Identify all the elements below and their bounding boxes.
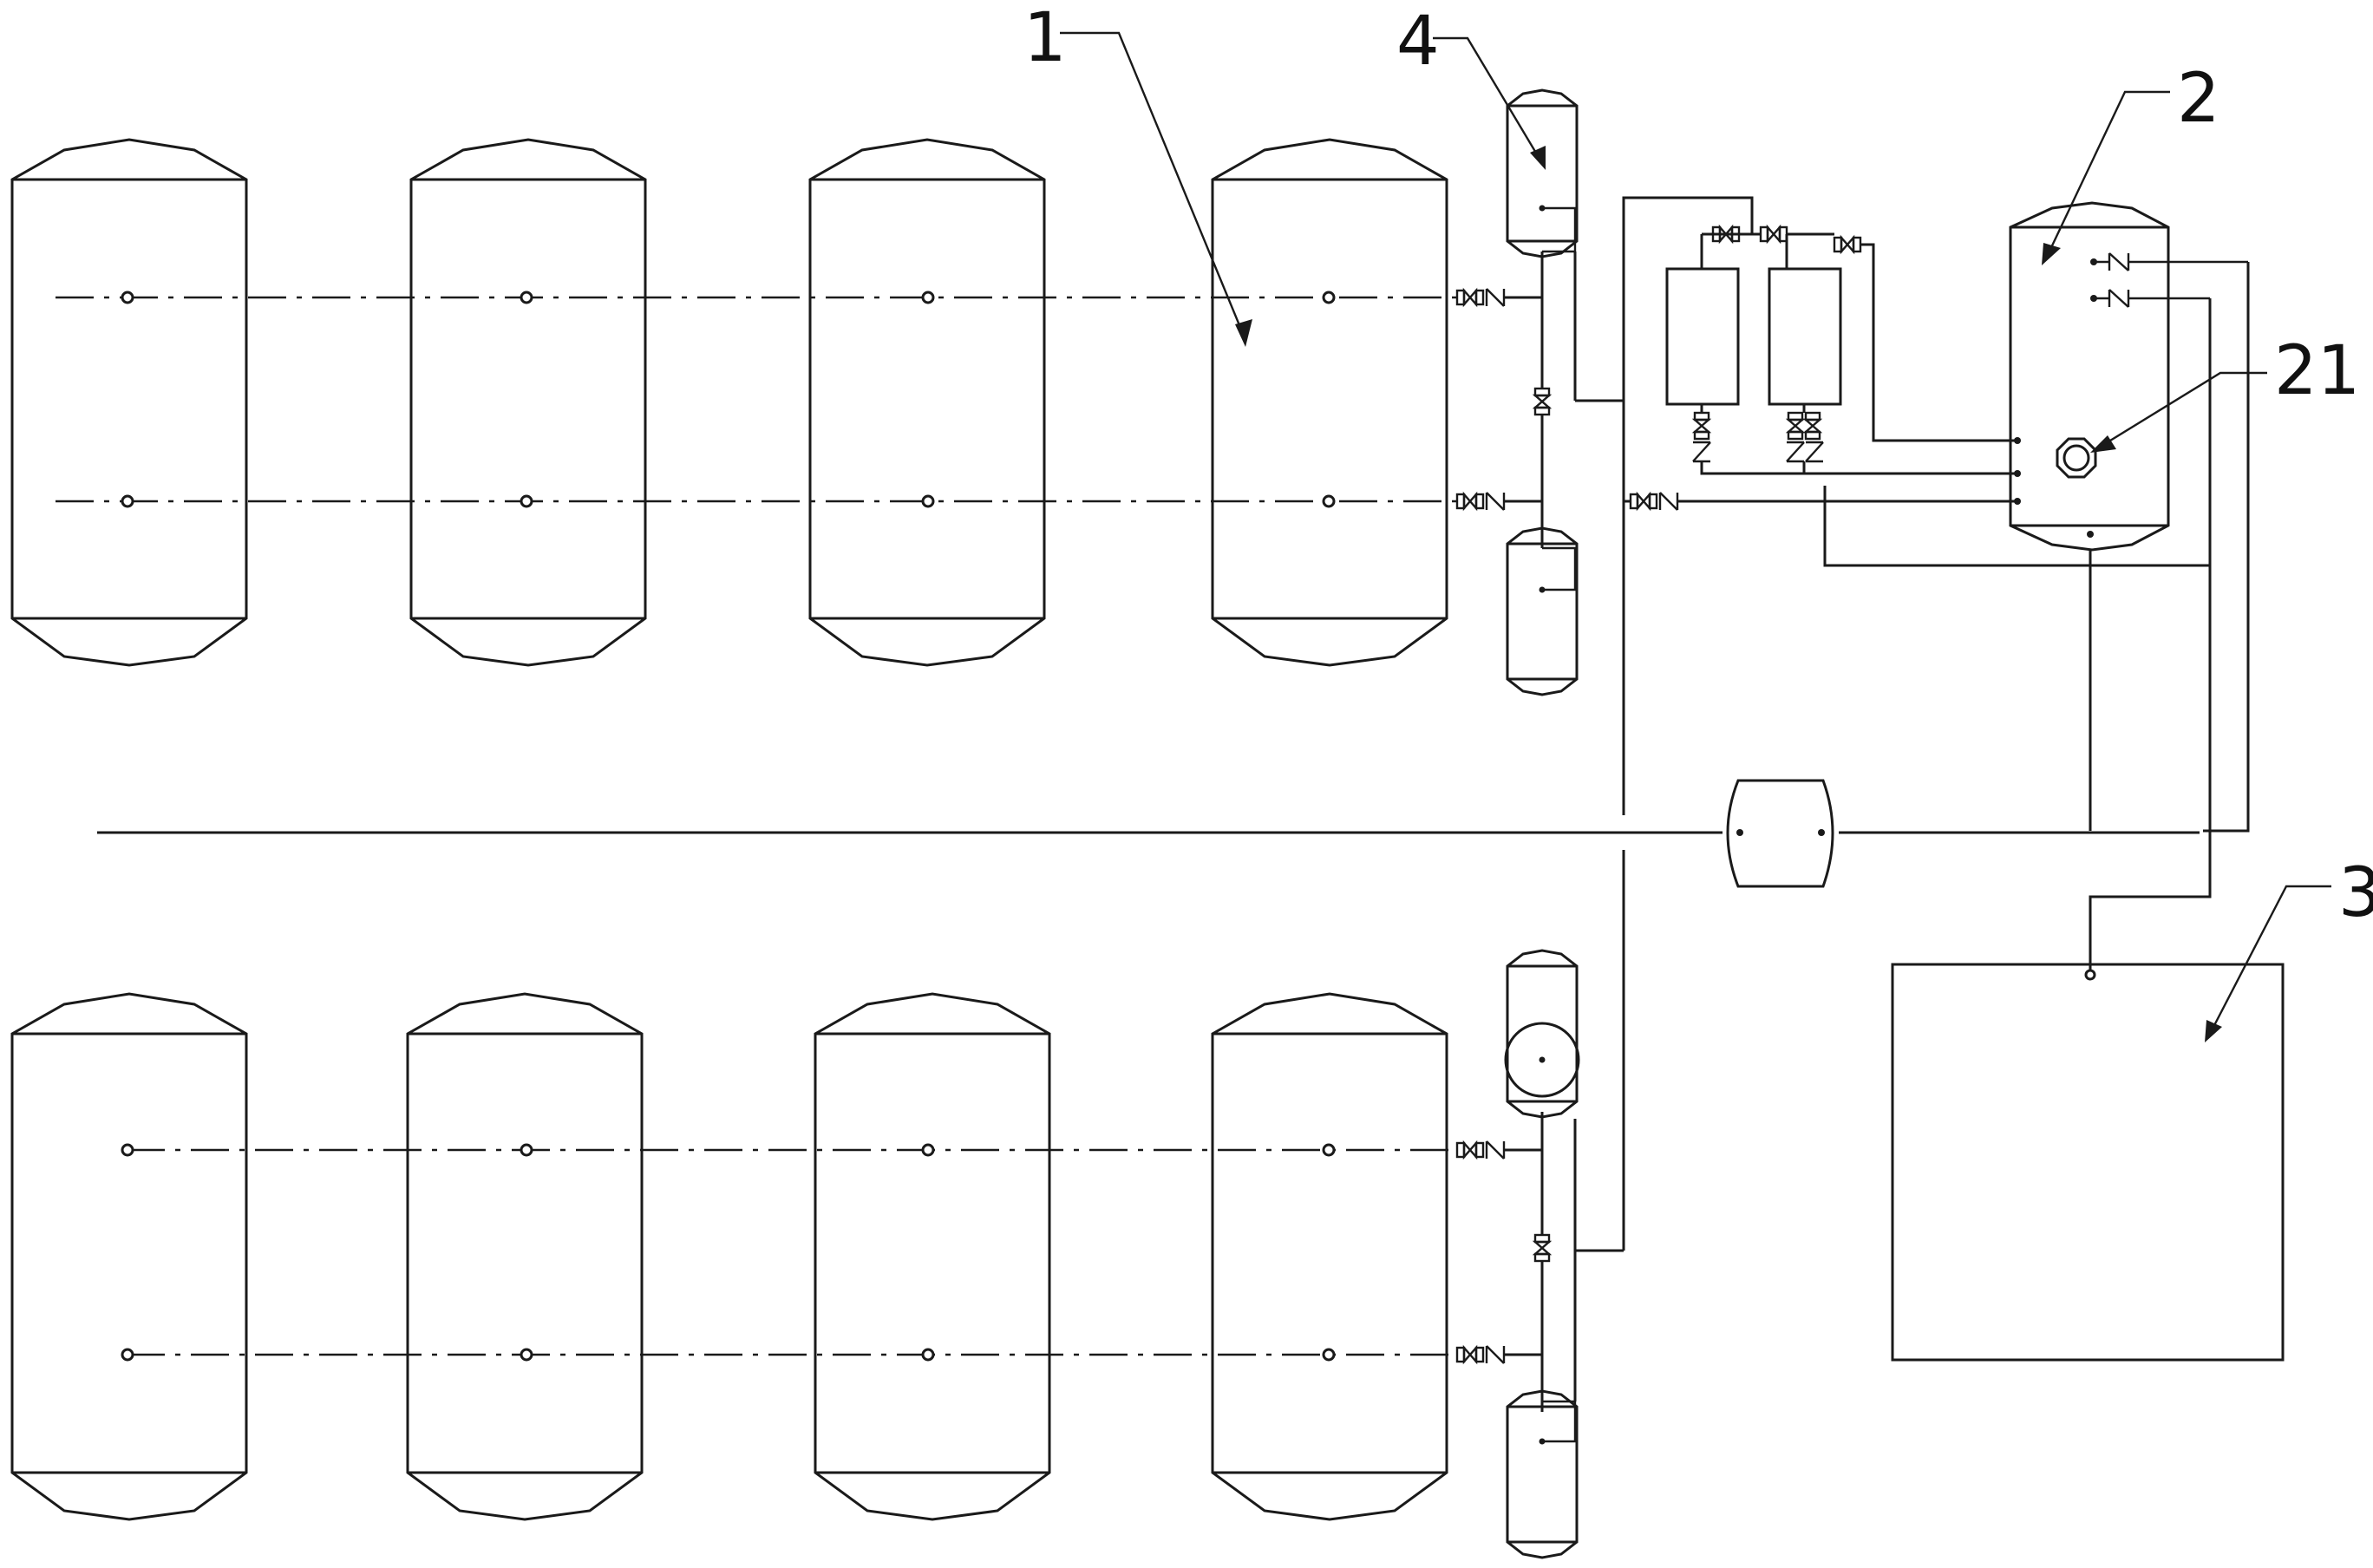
main-tank bbox=[2009, 201, 2248, 552]
storage-tank-4 bbox=[1211, 138, 1448, 667]
main-pipe bbox=[97, 779, 2200, 888]
label-main-tank-port: 21 bbox=[2274, 332, 2360, 410]
storage-tank-1 bbox=[10, 138, 248, 667]
storage-tank-2 bbox=[409, 138, 647, 667]
storage-tank-7 bbox=[814, 992, 1051, 1521]
label-storage-tank: 1 bbox=[1023, 0, 1067, 77]
main-tank-port bbox=[2056, 437, 2097, 479]
storage-tank-6 bbox=[406, 992, 644, 1521]
upper-tank-row bbox=[10, 138, 1448, 667]
filter-units bbox=[1624, 225, 2017, 512]
right-piping bbox=[1823, 262, 2250, 981]
label-main-tank: 2 bbox=[2177, 60, 2220, 138]
storage-tank-3 bbox=[808, 138, 1046, 667]
buffer-vessel-bottom bbox=[1506, 526, 1579, 696]
storage-tank-8 bbox=[1211, 992, 1448, 1521]
upper-manifold bbox=[1506, 88, 1624, 696]
intermediate-vessel bbox=[1726, 779, 1834, 888]
filter-unit-1 bbox=[1665, 267, 1740, 406]
buffer-vessel-top bbox=[1506, 88, 1579, 258]
label-collection-box: 3 bbox=[2338, 854, 2373, 932]
reference-labels: 1 4 2 21 3 bbox=[1023, 0, 2373, 1042]
header-pipe bbox=[1575, 196, 1754, 1252]
buffer-vessel-lower-bottom bbox=[1506, 1389, 1579, 1559]
filter-unit-2 bbox=[1768, 267, 1842, 406]
lower-tank-row bbox=[10, 992, 1448, 1521]
label-buffer-vessel: 4 bbox=[1396, 3, 1440, 81]
collection-box bbox=[1891, 963, 2285, 1362]
lower-manifold bbox=[1504, 949, 1580, 1559]
upper-pipelines bbox=[56, 287, 1542, 512]
lower-pipelines bbox=[121, 1140, 1542, 1365]
storage-tank-5 bbox=[10, 992, 248, 1521]
